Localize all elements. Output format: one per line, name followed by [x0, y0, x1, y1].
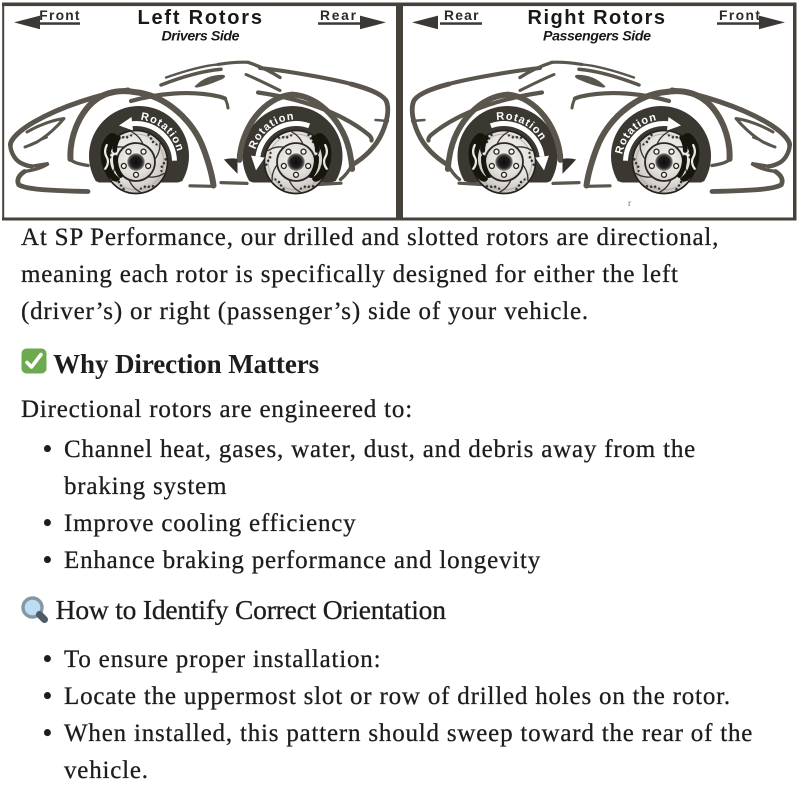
- svg-text:Front: Front: [39, 8, 80, 23]
- svg-text:Rear: Rear: [320, 8, 357, 23]
- svg-text:r: r: [628, 198, 631, 208]
- svg-text:Front: Front: [719, 8, 760, 23]
- svg-text:Rear: Rear: [444, 8, 479, 23]
- svg-text:Left Rotors: Left Rotors: [138, 7, 263, 29]
- svg-text:Right Rotors: Right Rotors: [528, 7, 666, 29]
- svg-text:Drivers Side: Drivers Side: [162, 29, 240, 45]
- svg-text:Passengers Side: Passengers Side: [543, 29, 651, 45]
